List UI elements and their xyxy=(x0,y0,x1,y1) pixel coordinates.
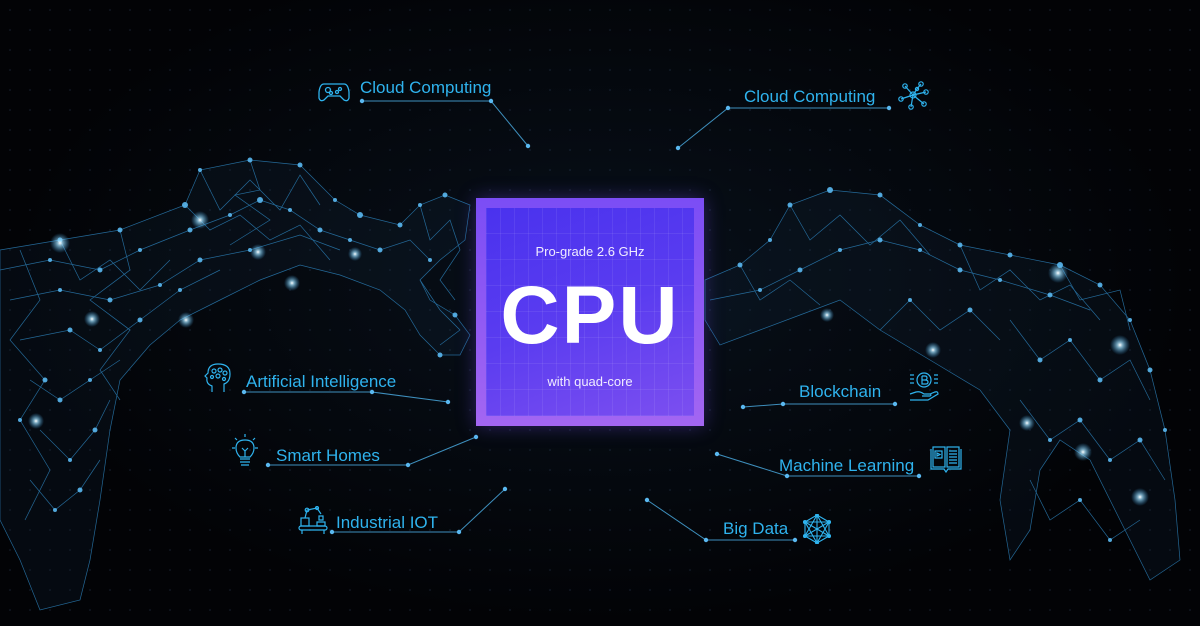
network-nodes-icon xyxy=(897,80,929,110)
feature-label-smart-homes: Smart Homes xyxy=(276,446,380,465)
chip-clock-speed: Pro-grade 2.6 GHz xyxy=(535,244,645,259)
cpu-chip-die: Pro-grade 2.6 GHz CPU with quad-core xyxy=(486,208,694,416)
feature-label-big-data: Big Data xyxy=(723,519,789,538)
chip-title: CPU xyxy=(500,270,680,361)
feature-label-industrial-iot: Industrial IOT xyxy=(336,513,439,532)
blockchain-hand-icon xyxy=(908,370,940,402)
chip-core-count: with quad-core xyxy=(547,374,633,389)
gamepad-icon xyxy=(318,80,350,104)
feature-label-cloud-computing-left: Cloud Computing xyxy=(360,78,492,97)
robotic-arm-icon xyxy=(297,506,329,534)
feature-label-blockchain: Blockchain xyxy=(799,382,882,401)
polyhedron-network-icon xyxy=(803,514,831,544)
open-book-icon xyxy=(930,445,962,473)
feature-label-machine-learning: Machine Learning xyxy=(779,456,915,475)
brain-head-icon xyxy=(204,362,232,394)
chip-circuit-grid xyxy=(486,208,694,416)
cpu-chip: Pro-grade 2.6 GHz CPU with quad-core xyxy=(476,198,704,426)
lightbulb-icon xyxy=(232,433,258,469)
left-robot-arm xyxy=(0,159,471,611)
glow-points xyxy=(28,211,1149,506)
feature-label-artificial-intelligence: Artificial Intelligence xyxy=(246,372,397,391)
connector-dots xyxy=(241,98,922,543)
feature-label-cloud-computing-right: Cloud Computing xyxy=(744,87,876,106)
